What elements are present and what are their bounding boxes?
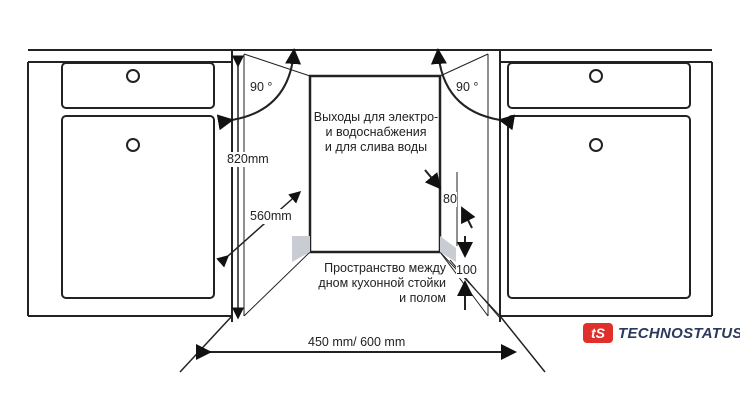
logo-name: TECHNOSTATUS — [618, 324, 740, 342]
dim-80-label: 80 — [443, 192, 457, 207]
technostatus-logo: tS TECHNOSTATUS — [583, 323, 740, 343]
depth-label: 560mm — [250, 209, 292, 224]
left-angle-label: 90 ° — [250, 80, 273, 94]
plinth-space-note: Пространство между дном кухонной стойки … — [310, 261, 446, 306]
right-angle-label: 90 ° — [456, 80, 479, 94]
depth-dimension-arrow — [216, 191, 302, 268]
outlets-line: и для слива воды — [324, 140, 428, 154]
right-cabinet — [499, 50, 713, 322]
plinth-line: Пространство между — [324, 261, 446, 275]
left-cabinet — [27, 50, 233, 322]
height-label: 820mm — [227, 152, 269, 167]
left-swing-arc — [216, 48, 302, 131]
right-swing-arc — [430, 48, 516, 131]
width-label: 450 mm/ 600 mm — [308, 335, 406, 349]
outlets-line: Выходы для электро- — [313, 110, 439, 124]
plinth-line: и полом — [399, 291, 446, 305]
outlets-note: Выходы для электро- и водоснабжения и дл… — [308, 110, 444, 155]
dim-100-label: 100 — [456, 263, 477, 278]
plinth-line: дном кухонной стойки — [318, 276, 446, 290]
outlets-line: и водоснабжения — [325, 125, 427, 139]
logo-mark-icon: tS — [583, 323, 613, 343]
